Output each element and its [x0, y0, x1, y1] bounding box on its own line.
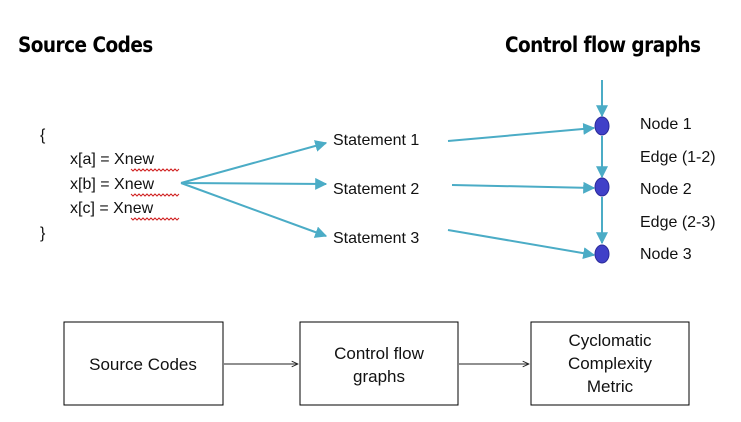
arrow-code-to-statement-3	[180, 182, 328, 238]
spellcheck-squiggle-1	[130, 168, 180, 172]
code-line-2: x[b] = Xnew	[70, 176, 154, 193]
node-1-label: Node 1	[640, 116, 692, 133]
spellcheck-squiggle-3	[130, 217, 180, 221]
arrow-statement-1-to-node-1	[447, 122, 596, 142]
spellcheck-squiggle-2	[130, 193, 180, 197]
pipeline-box-source-codes	[63, 321, 224, 406]
edge-2-3-label: Edge (2-3)	[640, 214, 716, 231]
arrow-statement-3-to-node-3	[447, 229, 596, 260]
source-codes-title: Source Codes	[18, 33, 153, 57]
statement-1: Statement 1	[333, 132, 419, 149]
arrow-code-to-statement-2	[180, 177, 328, 190]
pipeline-box-control-flow-graphs	[299, 321, 459, 406]
pipeline-box-2-line-2: graphs	[353, 367, 405, 386]
arrow-statement-2-to-node-2	[451, 181, 596, 194]
edge-1-2-label: Edge (1-2)	[640, 149, 716, 166]
code-line-3: x[c] = Xnew	[70, 200, 154, 217]
code-open-brace: {	[40, 127, 46, 144]
code-close-brace: }	[40, 225, 46, 242]
pipeline-box-3-line-3: Metric	[587, 377, 634, 396]
cfg-node-2	[594, 177, 610, 197]
node-3-label: Node 3	[640, 246, 692, 263]
pipeline-box-cyclomatic-complexity	[530, 321, 690, 406]
code-line-1: x[a] = Xnew	[70, 151, 154, 168]
arrow-code-to-statement-1	[180, 140, 328, 184]
statement-3: Statement 3	[333, 230, 419, 247]
statement-2: Statement 2	[333, 181, 419, 198]
cfg-node-3	[594, 244, 610, 264]
node-2-label: Node 2	[640, 181, 692, 198]
pipeline-box-3-line-2: Complexity	[568, 354, 653, 373]
cfg-node-1	[594, 116, 610, 136]
pipeline-box-1-line-1: Source Codes	[89, 355, 197, 374]
pipeline-box-2-line-1: Control flow	[334, 344, 424, 363]
control-flow-graphs-title: Control flow graphs	[505, 33, 700, 57]
pipeline-box-3-line-1: Cyclomatic	[568, 331, 652, 350]
